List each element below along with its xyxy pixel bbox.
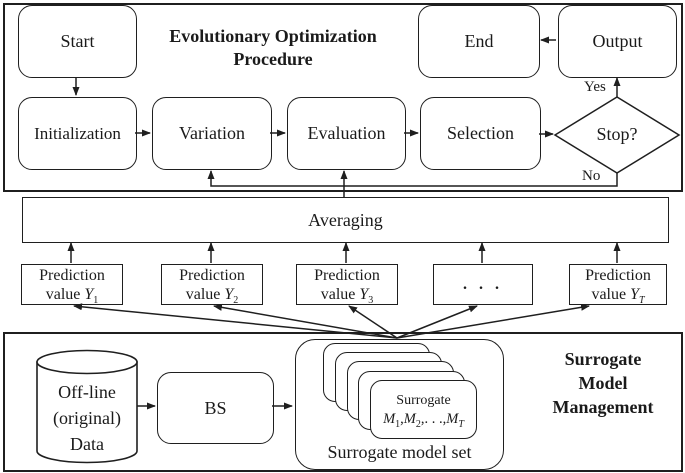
edge-label-yes: Yes [584, 79, 606, 95]
node-selection: Selection [420, 97, 541, 170]
node-selection-label: Selection [447, 123, 514, 143]
surrogate-title-line3: Management [552, 397, 654, 417]
symbol-y1: Y [84, 285, 94, 303]
node-initialization: Initialization [18, 97, 137, 170]
surrogate-card-models: M1,M2,. . .,MT [383, 410, 464, 430]
node-variation-label: Variation [179, 123, 245, 143]
node-evaluation: Evaluation [287, 97, 406, 170]
evolution-title: Evolutionary Optimization Procedure [133, 25, 413, 71]
surrogate-title: Surrogate Model Management [538, 347, 668, 419]
prediction-box-1: Prediction value Y1 [21, 264, 123, 305]
symbol-yt: Y [630, 285, 639, 303]
node-end: End [418, 5, 540, 78]
node-evaluation-label: Evaluation [307, 123, 386, 143]
averaging-label: Averaging [308, 209, 383, 230]
surrogate-title-line1: Surrogate [564, 349, 642, 369]
prediction-box-t: Prediction value YT [569, 264, 667, 305]
node-end-label: End [464, 31, 494, 51]
bs-box: BS [157, 372, 274, 444]
symbol-y2: Y [224, 285, 234, 303]
evolution-title-line1: Evolutionary Optimization [169, 26, 377, 46]
node-start-label: Start [60, 31, 95, 51]
node-start: Start [18, 5, 137, 78]
ellipsis: . . . [463, 276, 503, 293]
node-output: Output [558, 5, 677, 78]
bs-label: BS [204, 397, 227, 418]
evolution-title-line2: Procedure [233, 49, 313, 69]
node-variation: Variation [152, 97, 272, 170]
datastore-label: Off-line (original) Data [53, 382, 121, 454]
prediction-box-dots: . . . [433, 264, 533, 305]
prediction-box-2: Prediction value Y2 [161, 264, 263, 305]
node-output-label: Output [592, 31, 643, 51]
node-stop-label: Stop? [596, 124, 638, 144]
edge-label-no: No [582, 168, 601, 184]
averaging-box: Averaging [22, 197, 669, 243]
node-initialization-label: Initialization [34, 123, 121, 143]
surrogate-card-title: Surrogate [396, 392, 451, 408]
prediction-box-3: Prediction value Y3 [296, 264, 398, 305]
symbol-y3: Y [359, 285, 369, 303]
model-set-label: Surrogate model set [327, 442, 472, 462]
surrogate-title-line2: Model [578, 373, 628, 393]
surrogate-card-1: Surrogate M1,M2,. . .,MT [370, 380, 477, 439]
